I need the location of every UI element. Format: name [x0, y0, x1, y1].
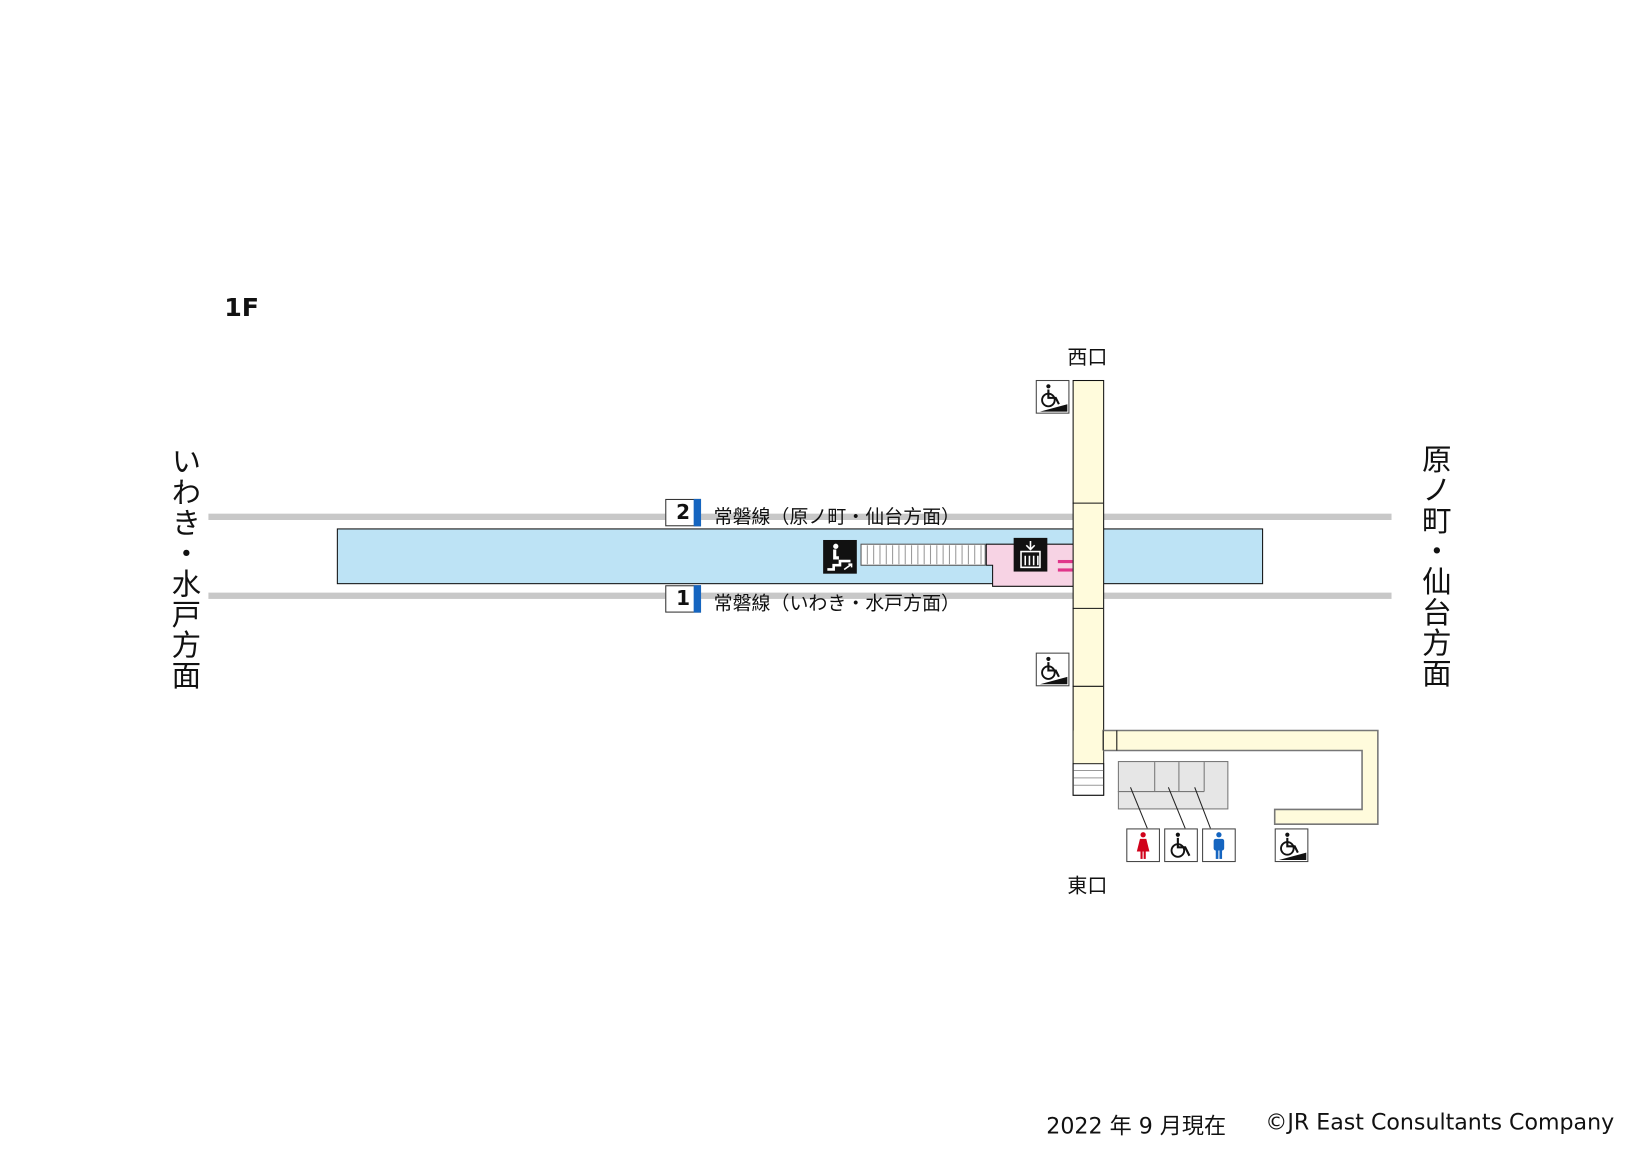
concourse [1072, 379, 1105, 796]
wheelchair-ramp-icon [1035, 652, 1070, 687]
gate-mark [1057, 568, 1073, 572]
floor-label: 1F [224, 292, 260, 323]
platform-number-2: 2 [665, 498, 702, 527]
exit-stairs [1072, 763, 1105, 796]
elevator-icon [1013, 537, 1048, 572]
west-exit-label: 西口 [1067, 346, 1108, 370]
track-2 [208, 513, 1392, 520]
toilet-block [1117, 761, 1229, 829]
direction-right: 原ノ町・仙台方面 [1417, 444, 1453, 689]
east-exit-label: 東口 [1067, 874, 1108, 898]
accessible-toilet-icon [1164, 828, 1198, 863]
wheelchair-ramp-icon [1035, 379, 1070, 414]
copyright: ©JR East Consultants Company [1265, 1109, 1615, 1135]
wheelchair-ramp-icon [1274, 828, 1309, 863]
platform [336, 528, 1264, 585]
ramp-corridor [1102, 729, 1379, 825]
platform-number-1: 1 [665, 585, 702, 613]
date-note: 2022 年 9 月現在 [1046, 1113, 1227, 1139]
stairs-icon [823, 539, 857, 574]
platform-1-label: 常磐線（いわき・水戸方面） [713, 592, 960, 615]
mens-toilet-icon [1202, 828, 1236, 863]
track-1 [208, 592, 1392, 599]
direction-left: いわき・水戸方面 [167, 446, 203, 691]
platform-2-label: 常磐線（原ノ町・仙台方面） [713, 506, 960, 529]
womens-toilet-icon [1126, 828, 1160, 863]
platform-stairs [860, 543, 986, 566]
gate-mark [1057, 559, 1073, 564]
